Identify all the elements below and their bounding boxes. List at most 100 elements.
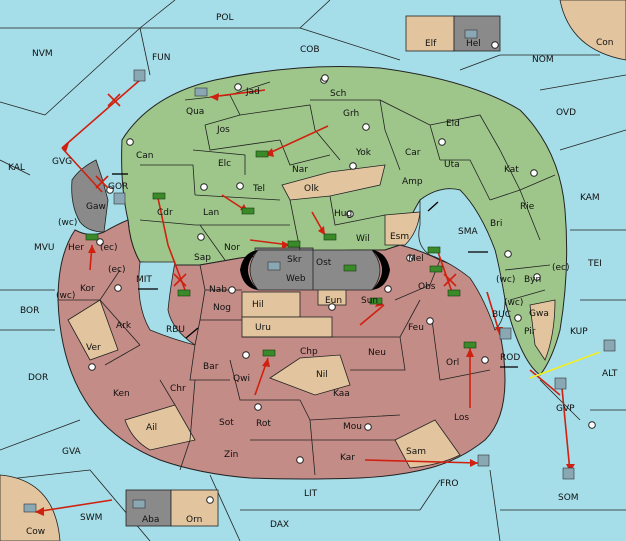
green-units xyxy=(85,150,477,357)
label-dax: DAX xyxy=(270,520,289,530)
label-car: Car xyxy=(405,148,421,158)
green-internal-borders xyxy=(139,81,556,301)
label-lit: LIT xyxy=(304,489,318,499)
label-wil: Wil xyxy=(356,234,370,244)
province-esm[interactable] xyxy=(384,211,421,246)
label-dor: DOR xyxy=(28,373,48,383)
label-alt: ALT xyxy=(602,369,618,379)
label-obs: Obs xyxy=(418,282,436,292)
province-orn[interactable] xyxy=(170,489,219,527)
province-nil[interactable] xyxy=(269,354,351,396)
green-province-labels: Jad Qua Sch Jos Grh Eld Can Yok Car Uta … xyxy=(68,87,549,337)
label-ovd: OVD xyxy=(556,108,576,118)
province-ail[interactable] xyxy=(124,404,196,451)
label-amp: Amp xyxy=(402,177,423,187)
coast-tags: (wc) (ec) (ec) (wc) (wc) (ec) (wc) xyxy=(56,218,570,308)
province-ver[interactable] xyxy=(67,299,119,361)
label-grh: Grh xyxy=(343,109,359,119)
label-elf: Elf xyxy=(425,39,437,49)
label-fun: FUN xyxy=(152,53,171,63)
supply-centers xyxy=(88,41,596,504)
province-hil[interactable] xyxy=(241,291,301,318)
label-uru: Uru xyxy=(255,323,271,333)
coast-tag-byn-ec: (ec) xyxy=(552,263,570,273)
coast-tag-kor-wc: (wc) xyxy=(56,291,75,301)
red-province-labels: Kor Nab Mel Obs Ark Hil Eun Sun Nog Uru … xyxy=(80,254,469,463)
label-kar: Kar xyxy=(340,453,355,463)
label-gaw: Gaw xyxy=(86,202,106,212)
label-nil: Nil xyxy=(316,370,328,380)
label-gwa: Gwa xyxy=(529,309,549,319)
label-ark: Ark xyxy=(116,321,132,331)
province-elf[interactable] xyxy=(405,15,455,52)
label-gvg: GVG xyxy=(52,157,72,167)
label-hel: Hel xyxy=(466,39,481,49)
label-nom: NOM xyxy=(532,55,554,65)
label-mel: Mel xyxy=(408,254,424,264)
label-her: Her xyxy=(68,243,84,253)
label-neu: Neu xyxy=(368,348,386,358)
label-jad: Jad xyxy=(245,87,260,97)
label-bor: BOR xyxy=(20,306,39,316)
label-rot: Rot xyxy=(256,419,271,429)
label-orl: Orl xyxy=(446,358,459,368)
label-pol: POL xyxy=(216,13,234,23)
label-kaa: Kaa xyxy=(333,389,350,399)
label-som: SOM xyxy=(558,493,579,503)
label-tei: TEI xyxy=(587,259,602,269)
label-kor: Kor xyxy=(80,284,95,294)
label-kam: KAM xyxy=(580,193,600,203)
label-can: Can xyxy=(136,151,154,161)
label-rbu: RBU xyxy=(166,325,185,335)
order-arrows xyxy=(34,79,601,513)
web-east-edge xyxy=(372,250,390,290)
grey-units xyxy=(23,29,616,513)
label-buc: BUC xyxy=(492,310,511,320)
label-nog: Nog xyxy=(213,303,231,313)
label-fro: FRO xyxy=(440,479,459,489)
label-sma: SMA xyxy=(458,227,478,237)
sea-sma-inner xyxy=(418,188,506,331)
label-sap: Sap xyxy=(194,253,211,263)
label-eun: Eun xyxy=(325,296,342,306)
label-gva: GVA xyxy=(62,447,82,457)
label-zin: Zin xyxy=(224,450,238,460)
coast-tag-gwa-wc: (wc) xyxy=(504,298,523,308)
label-nvm: NVM xyxy=(32,49,53,59)
coast-tag-byn-wc: (wc) xyxy=(496,275,515,285)
label-aba: Aba xyxy=(142,515,159,525)
label-ost: Ost xyxy=(316,258,332,268)
label-lan: Lan xyxy=(203,208,219,218)
label-cdr: Cdr xyxy=(157,208,173,218)
label-hil: Hil xyxy=(252,300,264,310)
label-sot: Sot xyxy=(219,418,234,428)
label-bar: Bar xyxy=(203,362,219,372)
coast-tag-her-ec: (ec) xyxy=(100,243,118,253)
failed-order-marks xyxy=(95,93,457,287)
label-kal: KAL xyxy=(8,163,25,173)
province-gwa[interactable] xyxy=(529,299,556,361)
coastal-passage-markers xyxy=(112,173,518,368)
label-sun: Sun xyxy=(361,296,378,306)
label-gvp: GVP xyxy=(556,404,575,414)
label-web: Web xyxy=(286,274,306,284)
label-yok: Yok xyxy=(355,148,372,158)
red-internal-borders xyxy=(58,259,491,476)
label-nor: Nor xyxy=(224,243,240,253)
label-feu: Feu xyxy=(408,323,424,333)
label-tel: Tel xyxy=(252,184,265,194)
label-ver: Ver xyxy=(86,343,101,353)
label-rie: Rie xyxy=(520,202,535,212)
label-gor: GOR xyxy=(108,182,128,192)
label-chr: Chr xyxy=(170,384,186,394)
label-mvu: MVU xyxy=(34,243,55,253)
web-west-edge xyxy=(240,250,258,290)
label-kup: KUP xyxy=(570,327,588,337)
label-jos: Jos xyxy=(216,125,230,135)
label-sch: Sch xyxy=(330,89,346,99)
label-esm: Esm xyxy=(390,232,409,242)
corner-labels: Con Elf Hel Aba Orn Cow xyxy=(26,38,614,537)
label-mou: Mou xyxy=(343,422,362,432)
